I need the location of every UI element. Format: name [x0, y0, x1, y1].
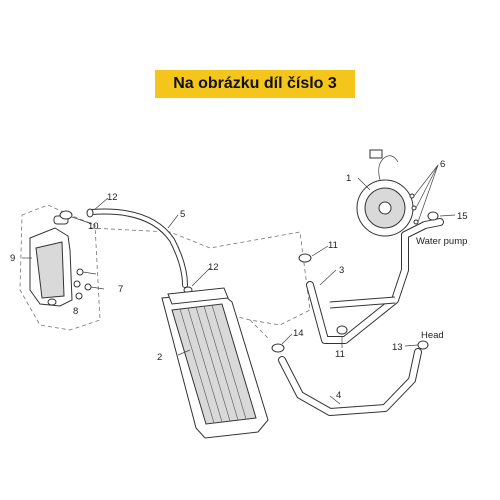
tank-nipple: [47, 298, 57, 306]
head-note: Head: [421, 330, 444, 341]
pipe-3: [307, 219, 443, 343]
fan-bolt-c: [413, 219, 419, 225]
fan-wire: [378, 155, 399, 181]
label-13: 13: [392, 342, 403, 353]
hose-5-outline: [89, 208, 188, 288]
clamp-15: [427, 211, 439, 221]
label-7: 7: [118, 284, 123, 295]
label-5: 5: [180, 209, 185, 220]
label-15: 15: [457, 211, 468, 222]
radiator-core: [171, 303, 257, 425]
label-2: 2: [157, 352, 162, 363]
radiator-top-tank: [167, 287, 229, 305]
clamp-10: [59, 210, 73, 220]
label-12a: 12: [107, 192, 118, 203]
hose-5: [90, 209, 187, 287]
assembly-outline-radiator: [89, 227, 311, 326]
expansion-tank-body: [35, 241, 65, 299]
fan-connector: [369, 149, 383, 159]
screw-7a: [76, 268, 97, 276]
screw-7b: [84, 283, 105, 291]
assembly-outline-tank: [19, 204, 101, 331]
hose-4-outline: [278, 348, 422, 416]
leader-lines: [22, 164, 456, 405]
clamp-11b: [336, 325, 348, 335]
assembly-outline-hoses: [249, 319, 271, 341]
pipe-3-cross: [329, 297, 396, 308]
label-9: 9: [10, 253, 15, 264]
label-11b: 11: [335, 349, 345, 360]
fan-bolt-a: [409, 193, 415, 199]
label-3: 3: [339, 265, 344, 276]
label-4: 4: [336, 390, 341, 401]
radiator-fins: [179, 304, 247, 424]
fan-bolt-b: [411, 205, 417, 211]
clamp-12a: [86, 208, 94, 218]
clamp-13: [417, 340, 429, 350]
grommet-8a: [73, 280, 81, 288]
hose-4: [279, 349, 421, 415]
fan-hub: [378, 201, 392, 215]
clamp-11a: [298, 253, 312, 263]
part-number-banner: Na obrázku díl číslo 3: [155, 70, 355, 98]
grommet-8b: [75, 292, 83, 300]
label-11a: 11: [328, 240, 338, 251]
label-12b: 12: [208, 262, 219, 273]
label-14: 14: [293, 328, 304, 339]
water-pump-note: Water pump: [416, 236, 467, 247]
label-8: 8: [73, 306, 78, 317]
label-6: 6: [440, 159, 445, 170]
label-1: 1: [346, 173, 351, 184]
clamp-14: [271, 343, 285, 353]
label-10: 10: [88, 221, 99, 232]
